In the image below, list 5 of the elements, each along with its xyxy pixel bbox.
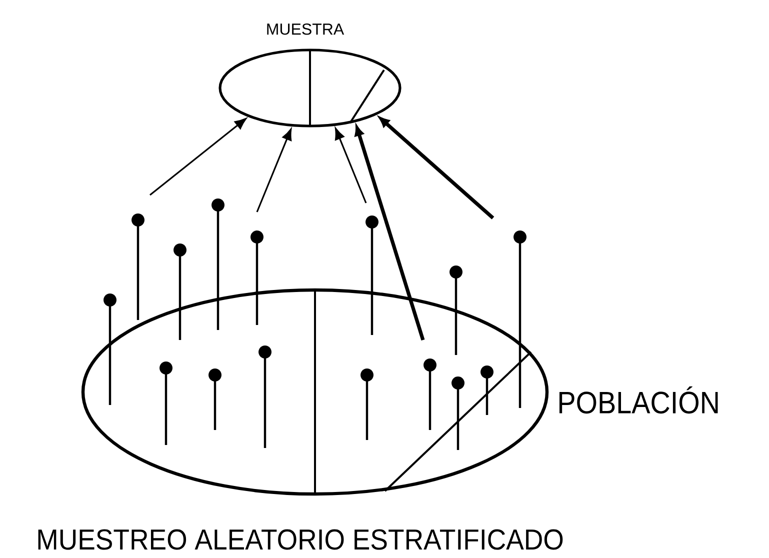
node-label: MUESTRA [267, 23, 344, 35]
caption: MUESTREO ALEATORIO ESTRATIFICADO [38, 529, 563, 550]
arrow [150, 118, 246, 196]
node-label: POBLACIÓN [559, 386, 718, 414]
arrow [256, 128, 292, 212]
